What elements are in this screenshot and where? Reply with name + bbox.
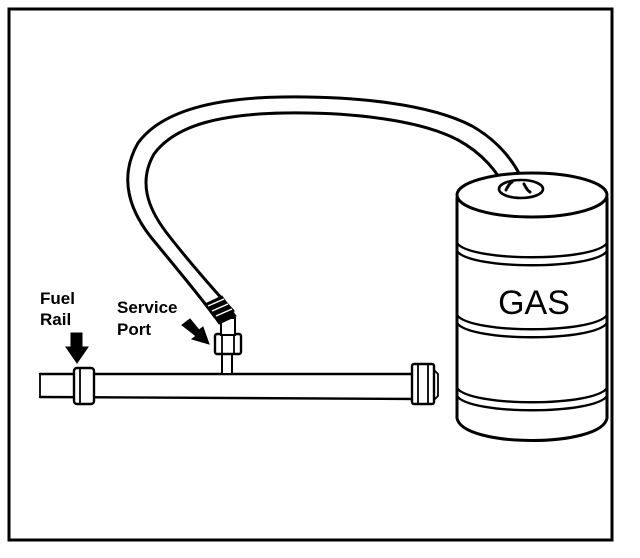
fuel-hose bbox=[126, 95, 526, 325]
fuel-rail-label-line1: Fuel bbox=[40, 289, 75, 308]
gas-label: GAS bbox=[498, 284, 570, 322]
service-port-label-line1: Service bbox=[117, 298, 178, 317]
service-port-callout: Service Port bbox=[117, 298, 210, 345]
service-port-fitting bbox=[213, 317, 243, 375]
gas-can: GAS bbox=[455, 171, 609, 442]
fuel-rail-callout: Fuel Rail bbox=[40, 289, 89, 364]
fuel-rail-arrow-icon bbox=[65, 332, 89, 364]
hose-end-fitting bbox=[204, 295, 237, 325]
rail-left-collar bbox=[72, 366, 96, 406]
service-port-arrow-icon bbox=[181, 318, 210, 345]
rail-right-fitting bbox=[410, 362, 439, 406]
fuel-rail bbox=[38, 362, 439, 406]
service-port-label-line2: Port bbox=[117, 320, 151, 339]
diagram-frame bbox=[7, 7, 614, 542]
fuel-rail-label-line2: Rail bbox=[40, 310, 71, 329]
